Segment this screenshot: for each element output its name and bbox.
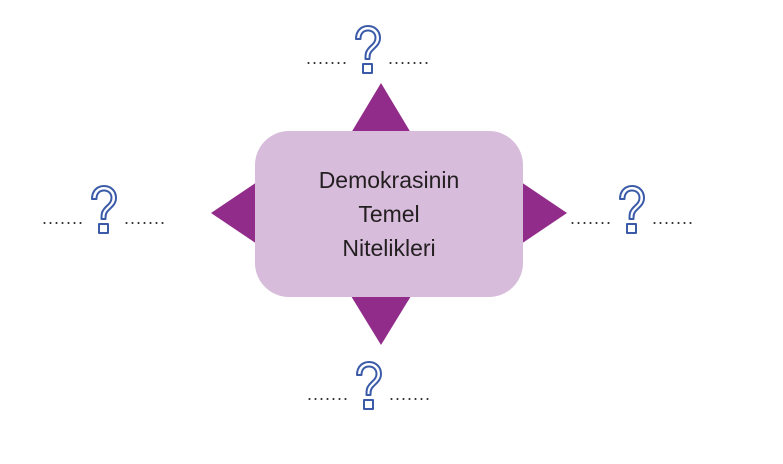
- placeholder-left-right-dots: .......: [124, 208, 167, 228]
- placeholder-top-right-dots: .......: [388, 48, 431, 68]
- placeholder-bottom[interactable]: ....... .......: [307, 356, 431, 416]
- placeholder-right-right-dots: .......: [652, 208, 695, 228]
- question-mark-icon: [356, 361, 383, 410]
- center-line-1: Demokrasinin: [318, 167, 460, 193]
- arrow-bottom: [351, 296, 411, 345]
- arrow-left: [211, 182, 257, 244]
- placeholder-bottom-left-dots: .......: [307, 384, 350, 404]
- placeholder-left[interactable]: ....... .......: [42, 180, 166, 240]
- center-concept-box: Demokrasinin Temel Nitelikleri: [255, 131, 523, 297]
- question-mark-icon: [619, 185, 646, 234]
- center-line-3: Nitelikleri: [342, 235, 436, 261]
- placeholder-right-left-dots: .......: [570, 208, 613, 228]
- question-mark-icon: [355, 25, 382, 74]
- placeholder-top-left-dots: .......: [306, 48, 349, 68]
- placeholder-bottom-right-dots: .......: [389, 384, 432, 404]
- center-line-2: Temel: [358, 201, 420, 227]
- placeholder-left-left-dots: .......: [42, 208, 85, 228]
- placeholder-right[interactable]: ....... .......: [570, 180, 694, 240]
- center-concept-text: Demokrasinin Temel Nitelikleri: [319, 163, 460, 265]
- question-mark-icon: [91, 185, 118, 234]
- arrow-right: [521, 182, 567, 244]
- placeholder-top[interactable]: ....... .......: [306, 20, 430, 80]
- arrow-top: [351, 83, 411, 133]
